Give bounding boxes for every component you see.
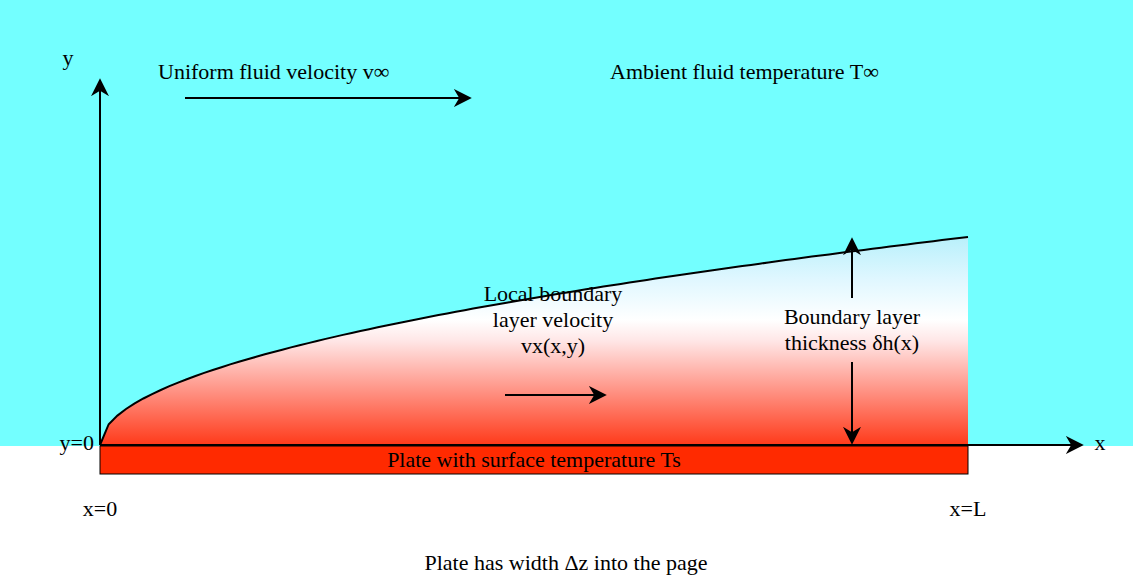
y-axis — [99, 80, 101, 445]
note: Plate has width Δz into the page — [425, 550, 708, 576]
thickness-label: Boundary layer thickness δh(x) — [752, 304, 952, 356]
origin-label: y=0 — [60, 430, 94, 456]
free-stream-label: Uniform fluid velocity v∞ — [158, 59, 389, 85]
axis-label: y — [63, 45, 74, 71]
free-stream-arrow — [185, 97, 470, 99]
position-label: x=0 — [83, 496, 117, 522]
axis-label: x — [1095, 430, 1106, 456]
thickness-arrow — [851, 362, 853, 443]
x-axis — [100, 444, 1082, 446]
velocity-label: Local boundary layer velocity vx(x,y) — [468, 281, 638, 359]
fluid-ground — [0, 0, 1133, 446]
plate-box: Plate with surface temperature Ts — [100, 446, 968, 474]
boundary-layer-region — [100, 237, 968, 445]
boundary-layer-edge — [100, 237, 968, 445]
local-velocity-arrow — [505, 394, 605, 396]
ambient-temperature-label: Ambient fluid temperature T∞ — [610, 59, 879, 85]
thickness-arrow — [851, 239, 853, 298]
plate — [100, 446, 968, 474]
boundary-layer-region: Local boundary layer velocity vx(x,y) Bou… — [100, 237, 968, 445]
plate-label: Plate with surface temperature Ts — [387, 447, 681, 473]
position-label: x=L — [950, 496, 987, 522]
